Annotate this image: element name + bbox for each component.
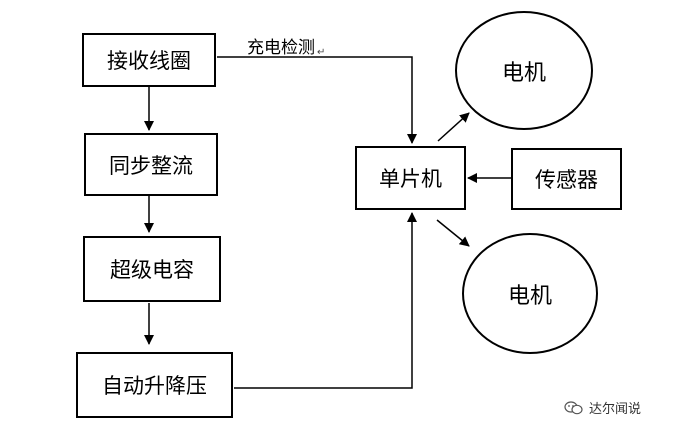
sensor-box: 传感器 — [511, 148, 622, 210]
arrow-charge-detect — [217, 56, 417, 144]
return-mark: ↵ — [317, 47, 326, 58]
watermark: 达尔闻说 — [564, 398, 641, 417]
motor-bottom-label: 电机 — [507, 283, 552, 309]
receive-coil-label: 接收线圈 — [107, 49, 191, 73]
arrow-mcu-to-motor-top — [437, 112, 470, 142]
supercap-box: 超级电容 — [83, 236, 221, 302]
sync-rectify-box: 同步整流 — [84, 133, 218, 196]
mcu-label: 单片机 — [379, 167, 442, 191]
motor-top-circle: 电机 — [455, 11, 593, 130]
auto-boost-label: 自动升降压 — [102, 374, 207, 398]
watermark-text: 达尔闻说 — [589, 402, 642, 417]
supercap-label: 超级电容 — [110, 258, 194, 282]
charge-detect-label: 充电检测↵ — [247, 33, 325, 58]
motor-bottom-circle: 电机 — [462, 233, 598, 354]
receive-coil-box: 接收线圈 — [82, 33, 216, 87]
wechat-icon — [564, 400, 583, 414]
sync-rectify-label: 同步整流 — [109, 153, 193, 178]
arrow-mcu-to-motor-bottom — [436, 219, 470, 247]
mcu-box: 单片机 — [355, 146, 466, 210]
auto-boost-box: 自动升降压 — [76, 352, 233, 418]
arrow-boost-to-mcu — [234, 212, 417, 389]
motor-top-label: 电机 — [501, 60, 546, 86]
charge-detect-text: 充电检测 — [247, 38, 315, 58]
sensor-label: 传感器 — [535, 168, 598, 192]
